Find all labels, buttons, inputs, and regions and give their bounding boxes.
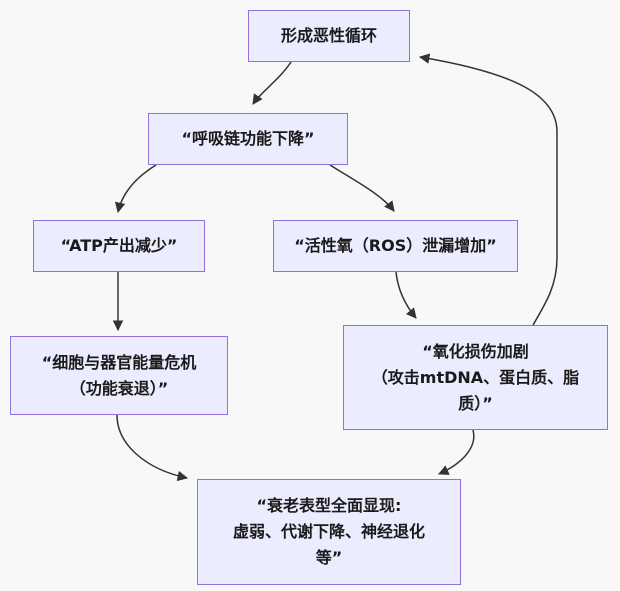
edge-energy-to-aging [116,414,189,482]
edge-cycle-to-resp [252,61,292,105]
node-atp-output-decrease: “ATP产出减少” [33,220,205,272]
edge-oxid-to-aging [438,429,475,475]
node-vicious-cycle: 形成恶性循环 [248,10,410,62]
edge-resp-to-atp [114,164,157,214]
edge-resp-to-ros [329,164,395,212]
node-aging-phenotype: “衰老表型全面显现: 虚弱、代谢下降、神经退化 等” [197,479,461,585]
node-aging-phenotype-label: “衰老表型全面显现: 虚弱、代谢下降、神经退化 等” [232,496,425,567]
node-respiratory-chain-decline-label: “呼吸链功能下降” [181,129,315,148]
node-oxidative-damage: “氧化损伤加剧 （攻击mtDNA、蛋白质、脂 质）” [343,325,608,430]
node-ros-leakage-increase: “活性氧（ROS）泄漏增加” [273,220,518,272]
node-ros-leakage-increase-label: “活性氧（ROS）泄漏增加” [294,236,497,255]
node-atp-output-decrease-label: “ATP产出减少” [60,236,178,255]
node-energy-crisis: “细胞与器官能量危机 （功能衰退）” [10,336,228,415]
node-oxidative-damage-label: “氧化损伤加剧 （攻击mtDNA、蛋白质、脂 质）” [371,341,580,413]
edge-ros-to-oxid [395,271,417,319]
edge-oxid-to-cycle-loop [418,53,558,326]
node-vicious-cycle-label: 形成恶性循环 [280,26,377,45]
node-energy-crisis-label: “细胞与器官能量危机 （功能衰退）” [41,352,197,398]
node-respiratory-chain-decline: “呼吸链功能下降” [148,113,348,165]
